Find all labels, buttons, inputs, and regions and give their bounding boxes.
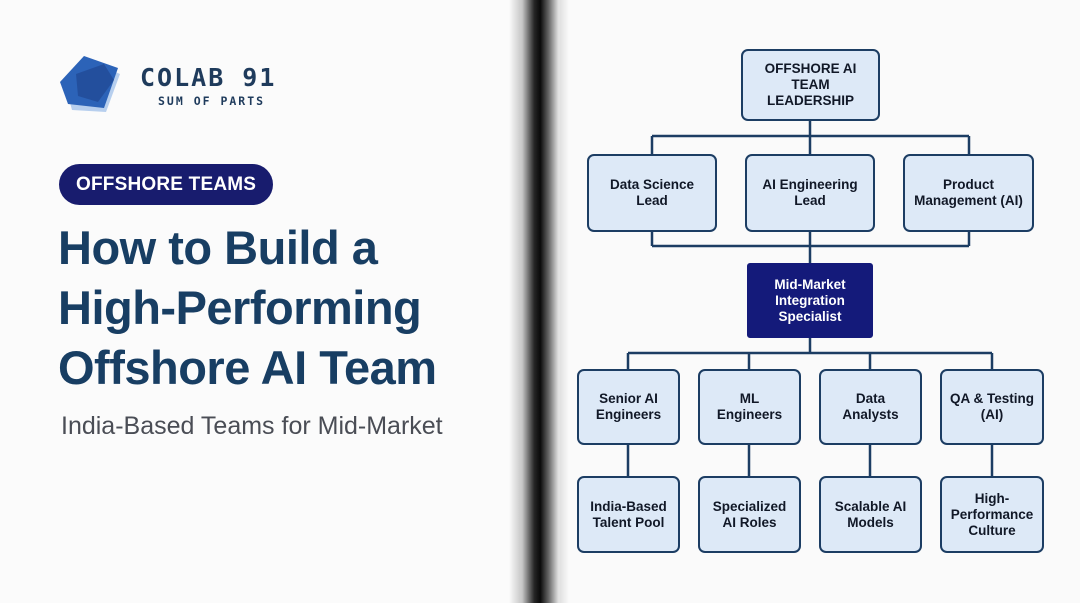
node-team-3: Data Analysts bbox=[819, 369, 922, 445]
node-lead-2-label: AI Engineering Lead bbox=[762, 177, 858, 208]
headline: How to Build a High-Performing Offshore … bbox=[58, 218, 508, 398]
left-panel: COLAB 91 SUM OF PARTS OFFSHORE TEAMS How… bbox=[0, 0, 520, 603]
node-hub: Mid-Market Integration Specialist bbox=[747, 263, 873, 338]
headline-line-3: Offshore AI Team bbox=[58, 341, 437, 394]
node-lead-1-label: Data Science Lead bbox=[609, 177, 695, 208]
node-root-label: OFFSHORE AI TEAM LEADERSHIP bbox=[764, 61, 857, 108]
headline-line-2: High-Performing bbox=[58, 281, 422, 334]
node-outcome-4: High- Performance Culture bbox=[940, 476, 1044, 553]
connector-leads-hub bbox=[650, 231, 971, 264]
brand-name: COLAB 91 bbox=[140, 63, 277, 92]
node-lead-3-label: Product Management (AI) bbox=[914, 177, 1023, 208]
node-team-1: Senior AI Engineers bbox=[577, 369, 680, 445]
node-outcome-2: Specialized AI Roles bbox=[698, 476, 801, 553]
node-team-2-label: ML Engineers bbox=[716, 391, 783, 422]
node-lead-3: Product Management (AI) bbox=[903, 154, 1034, 232]
node-outcome-3: Scalable AI Models bbox=[819, 476, 922, 553]
colab91-logo-icon bbox=[60, 56, 120, 112]
page-fold-divider bbox=[509, 0, 569, 603]
node-outcome-3-label: Scalable AI Models bbox=[834, 498, 907, 530]
node-outcome-1-label: India-Based Talent Pool bbox=[590, 498, 667, 530]
node-lead-2: AI Engineering Lead bbox=[745, 154, 875, 232]
node-team-4-label: QA & Testing (AI) bbox=[950, 391, 1034, 422]
subheadline: India-Based Teams for Mid-Market bbox=[61, 412, 443, 440]
node-outcome-4-label: High- Performance Culture bbox=[950, 490, 1034, 538]
connector-hub-teams bbox=[626, 337, 994, 370]
node-outcome-2-label: Specialized AI Roles bbox=[712, 498, 787, 530]
node-root: OFFSHORE AI TEAM LEADERSHIP bbox=[741, 49, 880, 121]
category-badge: OFFSHORE TEAMS bbox=[59, 164, 274, 205]
node-team-3-label: Data Analysts bbox=[842, 391, 899, 422]
node-hub-label: Mid-Market Integration Specialist bbox=[774, 276, 846, 324]
node-team-1-label: Senior AI Engineers bbox=[595, 391, 662, 422]
brand-tagline: SUM OF PARTS bbox=[158, 94, 266, 108]
connector-teams-outcomes bbox=[626, 444, 994, 477]
node-lead-1: Data Science Lead bbox=[587, 154, 717, 232]
node-team-4: QA & Testing (AI) bbox=[940, 369, 1044, 445]
node-outcome-1: India-Based Talent Pool bbox=[577, 476, 680, 553]
headline-line-1: How to Build a bbox=[58, 221, 378, 274]
connector-root-leads bbox=[650, 120, 971, 155]
node-team-2: ML Engineers bbox=[698, 369, 801, 445]
